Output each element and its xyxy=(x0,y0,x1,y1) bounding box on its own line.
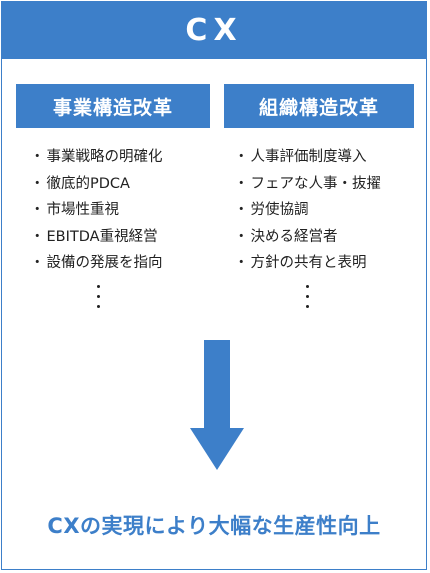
list-item: 市場性重視 xyxy=(30,201,163,228)
list-item: 徹底的PDCA xyxy=(30,175,163,202)
list-item: 決める経営者 xyxy=(234,228,381,255)
list-item: 設備の発展を指向 xyxy=(30,254,163,281)
list-item: 方針の共有と表明 xyxy=(234,254,381,281)
list-item: EBITDA重視経営 xyxy=(30,228,163,255)
header-title: CX xyxy=(2,2,426,59)
list-item: 人事評価制度導入 xyxy=(234,148,381,175)
organization-structure-reform-title: 組織構造改革 xyxy=(224,84,414,128)
result-statement: CXの実現により大幅な生産性向上 xyxy=(47,514,381,538)
list-item: フェアな人事・抜擢 xyxy=(234,175,382,202)
continuation-dots-icon xyxy=(97,285,103,308)
list-item: 労使協調 xyxy=(234,201,381,228)
business-reform-list: 事業戦略の明確化 徹底的PDCA 市場性重視 EBITDA重視経営 設備の発展を… xyxy=(30,148,163,281)
business-structure-reform-title: 事業構造改革 xyxy=(16,84,210,128)
list-item: 事業戦略の明確化 xyxy=(30,148,163,175)
down-arrow-icon xyxy=(190,340,244,470)
continuation-dots-icon xyxy=(306,285,312,308)
organization-reform-list: 人事評価制度導入 フェアな人事・抜擢 労使協調 決める経営者 方針の共有と表明 xyxy=(234,148,382,281)
